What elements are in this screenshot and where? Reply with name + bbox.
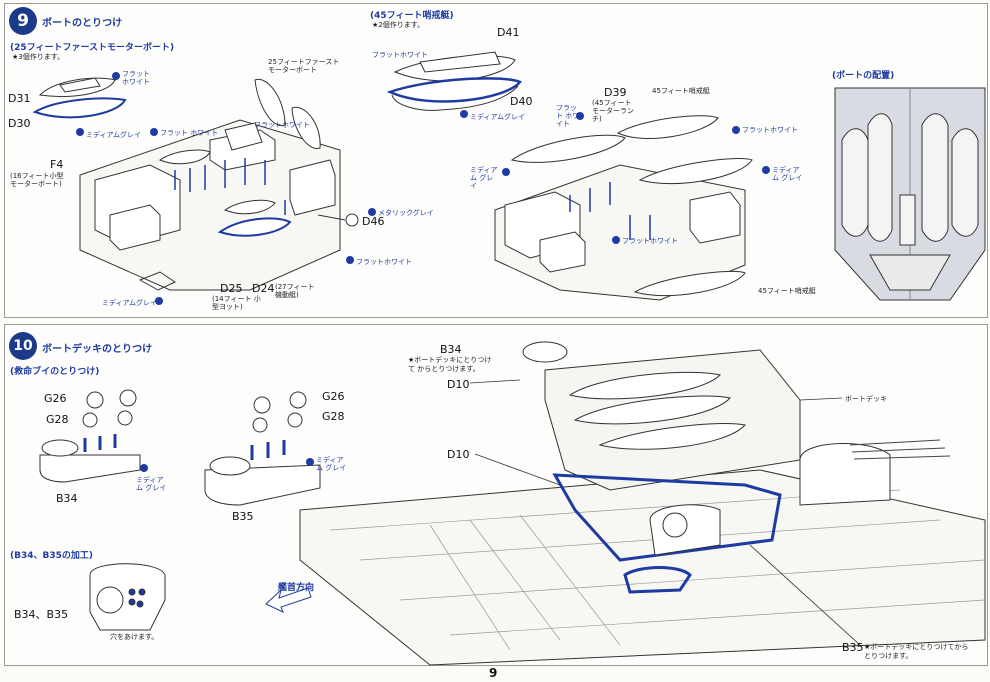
part-d39: D39 xyxy=(604,86,627,99)
step10-sub-buoy: (救命ブイのとりつけ) xyxy=(10,367,100,377)
label-medium-grey-e: ミディアム グレイ xyxy=(772,166,803,182)
label-medium-grey-a: ミディアムグレイ xyxy=(86,131,142,139)
paint-dot xyxy=(150,128,158,136)
paint-dot xyxy=(155,297,163,305)
part-d40: D40 xyxy=(510,95,533,108)
step9-sub-25ft: (25フィートファーストモーターボート) xyxy=(10,43,175,53)
part-b35: B35 xyxy=(232,510,254,523)
paint-dot xyxy=(732,126,740,134)
label-boat-16ft: (16フィート小型 モーターボート) xyxy=(10,172,64,188)
b34-note: ★ボートデッキにとりつけて からとりつけます。 xyxy=(408,356,492,373)
paint-dot xyxy=(368,208,376,216)
page-number: 9 xyxy=(489,666,498,680)
paint-dot xyxy=(306,458,314,466)
label-flat-white-e: フラットホワイト xyxy=(622,237,678,245)
step9-note-25ft: ★3個作ります。 xyxy=(12,53,65,61)
label-medium-grey-d: ミディアム グレイ xyxy=(470,166,498,190)
part-f4: F4 xyxy=(50,158,64,171)
part-d46: D46 xyxy=(362,215,385,228)
step9-sub-45ft: (45フィート哨戒艇) xyxy=(370,11,454,21)
label-flat-white-g: フラットホワイト xyxy=(254,121,310,129)
part-d30: D30 xyxy=(8,117,31,130)
step10-badge: 10 xyxy=(9,332,37,360)
step10-sub-b34b35: (B34、B35の加工) xyxy=(10,551,93,561)
label-medium-grey-b: ミディアムグレイ xyxy=(102,299,158,307)
part-d24: D24 xyxy=(252,282,275,295)
label-boat-45ft-patrol-a: 45フィート哨戒艇 xyxy=(652,87,710,95)
label-boat-27ft: (27フィート 機動艇) xyxy=(275,283,315,299)
label-medium-grey-c: ミディアムグレイ xyxy=(470,113,526,121)
label-flat-white-c: フラットホワイト xyxy=(372,51,428,59)
part-b34b35: B34、B35 xyxy=(14,608,69,621)
step9-note-45ft: ★2個作ります。 xyxy=(372,21,425,29)
part-d10b: D10 xyxy=(447,448,470,461)
paint-dot xyxy=(112,72,120,80)
paint-dot xyxy=(140,464,148,472)
label-flat-white-a: フラット ホワイト xyxy=(160,129,219,137)
part-d31: D31 xyxy=(8,92,31,105)
direction-label: 艦首方向 xyxy=(278,583,315,593)
label-flat-white: フラット ホワイト xyxy=(122,70,150,86)
paint-dot xyxy=(502,168,510,176)
label-medium-grey-10a: ミディアム グレイ xyxy=(136,476,167,492)
label-medium-grey-10b: ミディアム グレイ xyxy=(316,456,347,472)
label-boat-45ft-launch: (45フィート モーターランチ) xyxy=(592,99,634,123)
boat-deck-label: ボートデッキ xyxy=(845,395,887,403)
label-flat-white-b: フラットホワイト xyxy=(356,258,412,266)
label-metallic-grey: メタリックグレイ xyxy=(378,209,434,217)
label-boat-45ft-patrol-b: 45フィート哨戒艇 xyxy=(758,287,816,295)
paint-dot xyxy=(460,110,468,118)
hole-note: 穴をあけます。 xyxy=(110,633,159,641)
step10-title: ボートデッキのとりつけ xyxy=(42,344,153,355)
part-d10a: D10 xyxy=(447,378,470,391)
part-g26b: G26 xyxy=(322,390,345,403)
label-flat-white-d: フラットホワイト xyxy=(742,126,798,134)
b35-note: ★ボートデッキにとりつけてから とりつけます。 xyxy=(864,643,969,660)
part-g28b: G28 xyxy=(322,410,345,423)
part-g26a: G26 xyxy=(44,392,67,405)
step9-badge: 9 xyxy=(9,7,37,35)
part-d25: D25 xyxy=(220,282,243,295)
step9-title: ボートのとりつけ xyxy=(42,18,123,29)
paint-dot xyxy=(76,128,84,136)
label-boat-25ft-first: 25フィートファースト モーターボート xyxy=(268,58,340,74)
paint-dot xyxy=(346,256,354,264)
part-d41: D41 xyxy=(497,26,520,39)
paint-dot xyxy=(612,236,620,244)
label-boat-14ft: (14フィート 小型ヨット) xyxy=(212,295,261,311)
part-b35-bottom: B35 xyxy=(842,641,864,654)
paint-dot xyxy=(576,112,584,120)
paint-dot xyxy=(762,166,770,174)
part-b34: B34 xyxy=(56,492,78,505)
step9-sub-layout: (ボートの配置) xyxy=(832,71,895,81)
part-b34-top: B34 xyxy=(440,343,462,356)
part-g28a: G28 xyxy=(46,413,69,426)
label-flat-white-f: フラット ホワイト xyxy=(556,104,580,128)
